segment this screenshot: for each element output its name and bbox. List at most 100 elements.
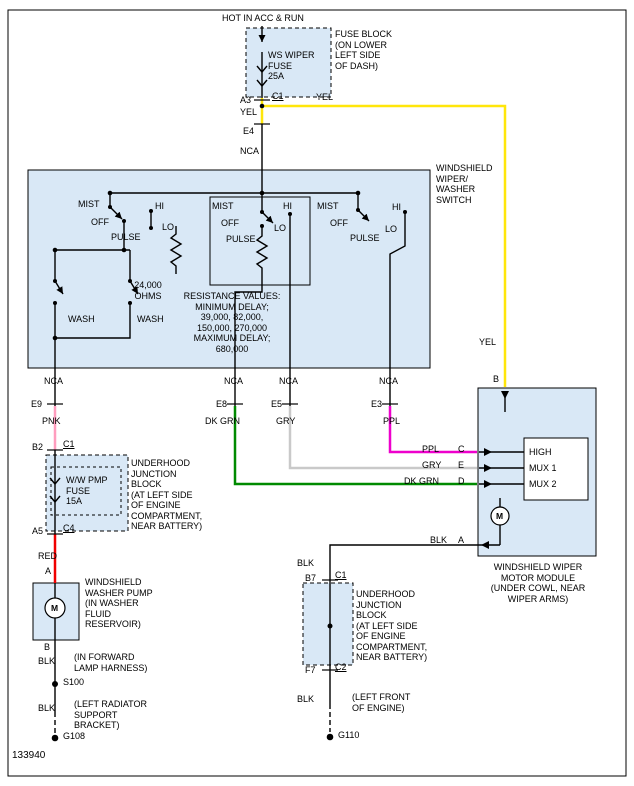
- module-in-dkgrn-label: DK GRN: [404, 476, 440, 486]
- switch-arm-right: [357, 209, 370, 222]
- pin-e4-label: E4: [243, 126, 255, 136]
- module-high-label: HIGH: [529, 447, 552, 457]
- switch1-lo-label: LO: [162, 222, 175, 232]
- splice-s100-dot: [52, 681, 58, 687]
- switch3-pulse-label: PULSE: [350, 233, 380, 243]
- junction2-caption: UNDERHOOD JUNCTION BLOCK (AT LEFT SIDE O…: [356, 589, 428, 662]
- wire-nca-label-top: NCA: [240, 146, 260, 156]
- resistor-delay: [255, 226, 269, 285]
- wire-blk-label-1: BLK: [38, 656, 56, 666]
- wire-red-label: RED: [38, 551, 58, 561]
- pin-f7-label: F7: [305, 665, 316, 675]
- module-out-blk-label: BLK: [430, 535, 448, 545]
- ground-g108-label: G108: [63, 731, 86, 741]
- pump-pin-a-label: A: [45, 566, 52, 576]
- output-nca-label-3: NCA: [279, 376, 299, 386]
- module-pin-e-label: E: [458, 460, 465, 470]
- pin-e8-label: E8: [216, 399, 228, 409]
- fuse-block-location-label: FUSE BLOCK (ON LOWER LEFT SIDE OF DASH): [335, 29, 393, 71]
- module-pin-b-label: B: [493, 374, 500, 384]
- power-source-label: HOT IN ACC & RUN: [222, 13, 304, 23]
- module-in-gry-label: GRY: [422, 460, 442, 470]
- wiper-switch-box: [27, 169, 431, 369]
- switch2-off-label: OFF: [221, 218, 239, 228]
- module-inner-box: [523, 437, 589, 501]
- switch2-pulse-label: PULSE: [226, 234, 256, 244]
- module-pin-a-label: A: [458, 535, 465, 545]
- switch3-mist-label: MIST: [317, 201, 339, 211]
- module-pin-b-arrow: [501, 391, 509, 399]
- wire-blk-label-4: BLK: [297, 694, 315, 704]
- module-pin-e-arrow: [484, 464, 492, 472]
- switch2-hi-label: HI: [283, 201, 292, 211]
- pin-b7-label: B7: [305, 573, 317, 583]
- harness-location-label: (IN FORWARD LAMP HARNESS): [74, 652, 148, 673]
- g110-location-label: (LEFT FRONT OF ENGINE): [352, 692, 411, 713]
- fuse-element-2: [49, 477, 61, 486]
- switch-middle-cluster-box: [209, 196, 311, 286]
- resistor-24000: [169, 226, 183, 274]
- pin-a5-label: A5: [32, 526, 44, 536]
- switch-title-label: WINDSHIELD WIPER/ WASHER SWITCH: [436, 163, 493, 205]
- wire-gry-label: GRY: [276, 416, 296, 426]
- switch3-hi-label: HI: [392, 202, 401, 212]
- wash-label-1: WASH: [68, 314, 95, 324]
- wash-switch-arm-1: [54, 280, 64, 295]
- pump-motor-letter: M: [51, 603, 59, 613]
- switch1-hi-label: HI: [155, 201, 164, 211]
- module-caption: WINDSHIELD WIPER MOTOR MODULE (UNDER COW…: [490, 562, 586, 604]
- splice-s100-label: S100: [63, 677, 85, 687]
- wire-dkgrn-label: DK GRN: [205, 416, 241, 426]
- wire-blk-label-2: BLK: [38, 703, 56, 713]
- module-mux2-label: MUX 2: [529, 479, 557, 489]
- module-pin-a-arrow: [481, 541, 489, 549]
- switch1-mist-label: MIST: [78, 199, 100, 209]
- fuse-block-box: [245, 27, 332, 98]
- colored-wires: [53, 98, 507, 583]
- junction-block-1-box: [45, 454, 129, 532]
- pump-motor-circle: [44, 597, 66, 619]
- pin-e3-label: E3: [371, 399, 383, 409]
- output-nca-label-2: NCA: [224, 376, 244, 386]
- junction1-caption: UNDERHOOD JUNCTION BLOCK (AT LEFT SIDE O…: [131, 458, 203, 531]
- wire-gry: [288, 406, 477, 470]
- module-motor-letter: M: [496, 511, 504, 521]
- wire-dkgrn: [233, 406, 477, 486]
- ground-g110-label: G110: [338, 730, 360, 740]
- page-border: [7, 9, 627, 777]
- ground-g108-dot: [51, 734, 59, 742]
- output-nca-label-4: NCA: [379, 376, 399, 386]
- flow-arrows: [481, 391, 509, 549]
- switch-arm-middle: [261, 211, 274, 224]
- output-nca-label-1: NCA: [44, 376, 64, 386]
- wash-label-2: WASH: [137, 314, 164, 324]
- drawing-number: 133940: [12, 750, 46, 761]
- pin-b2-label: B2: [32, 442, 44, 452]
- module-pin-d-arrow: [484, 480, 492, 488]
- fuse-element-1: [256, 65, 268, 74]
- pump-pin-b-label: B: [44, 642, 51, 652]
- pump-caption: WINDSHIELD WASHER PUMP (IN WASHER FLUID …: [85, 577, 153, 629]
- wire-yel-to-module: [262, 104, 507, 387]
- pin-e9-label: E9: [31, 399, 43, 409]
- junction-block-2-box: [302, 582, 354, 666]
- module-mux1-label: MUX 1: [529, 463, 557, 473]
- wire-yel-label-top: YEL: [316, 92, 334, 102]
- wire-ppl-label: PPL: [383, 416, 401, 426]
- switch3-off-label: OFF: [330, 218, 348, 228]
- switch3-lo-label: LO: [385, 224, 398, 234]
- resistance-values-label: RESISTANCE VALUES: MINIMUM DELAY; 39,000…: [183, 291, 281, 354]
- switch1-pulse-label: PULSE: [111, 232, 141, 242]
- connector-c1-label: C1: [272, 91, 284, 101]
- module-motor-circle: [490, 506, 510, 526]
- junction-fuse-inner-box: [50, 466, 122, 516]
- wire-yel-label-right: YEL: [479, 337, 497, 347]
- wash-switch-arm-2: [129, 280, 139, 295]
- wire-yel-label-1: YEL: [240, 107, 258, 117]
- pin-e5-label: E5: [271, 399, 283, 409]
- pin-a3-label: A3: [240, 95, 252, 105]
- component-boxes: [27, 27, 597, 666]
- connector-c2-label: C2: [335, 662, 347, 672]
- wire-ppl: [388, 406, 477, 454]
